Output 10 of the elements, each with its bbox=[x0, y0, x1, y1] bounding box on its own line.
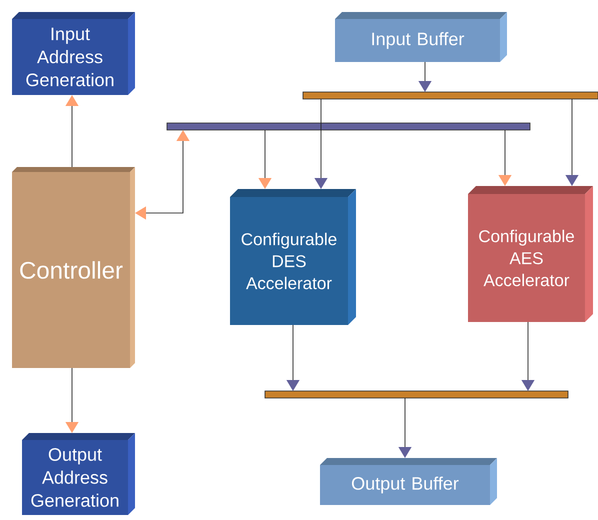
block-box: Input Address Generation bbox=[12, 12, 135, 95]
block-box: Input Buffer bbox=[335, 12, 507, 62]
bus-bar bbox=[264, 390, 568, 398]
block-box: Configurable AES Accelerator bbox=[468, 186, 593, 322]
bus-bar bbox=[302, 92, 598, 100]
block-box: Configurable DES Accelerator bbox=[230, 189, 356, 325]
block-box: Output Buffer bbox=[320, 458, 497, 505]
block-box: Controller bbox=[12, 167, 135, 368]
block-box: Output Address Generation bbox=[22, 433, 135, 515]
bus-bar bbox=[166, 122, 530, 130]
